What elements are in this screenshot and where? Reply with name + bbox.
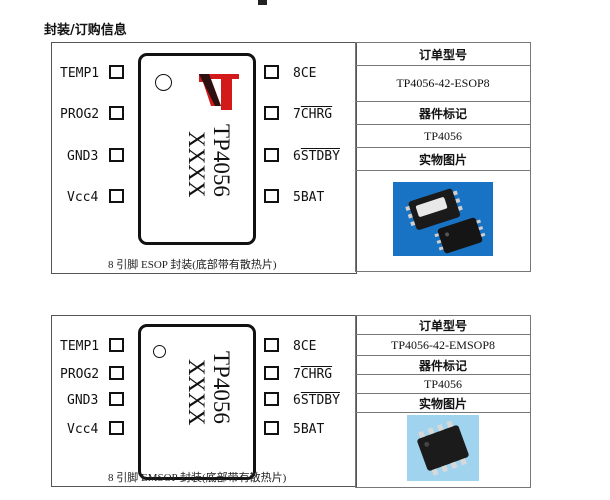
pin-label-left: Vcc4 [67, 190, 99, 205]
pin-pad [109, 106, 124, 120]
section-title: 封装/订购信息 [44, 23, 127, 38]
photo-header: 实物图片 [355, 393, 531, 413]
pin-pad [264, 65, 279, 79]
pin-label-right: 7CHRG [293, 367, 333, 382]
pin-label-right: 7CHRG [293, 107, 333, 122]
order-table-emsop: 订单型号 TP4056-42-EMSOP8 器件标记 TP4056 实物图片 [355, 315, 531, 488]
package-caption: 8 引脚 EMSOP 封装(底部带有散热片) [108, 472, 287, 484]
pin-pad [109, 392, 124, 406]
chip-marking-line2: XXXX [184, 131, 209, 198]
chip-marking-line1: TP4056 [209, 351, 234, 424]
pin-label-right: 5BAT [293, 422, 325, 437]
pin-label-left: PROG2 [60, 367, 100, 382]
pin-label-right: 6STDBY [293, 393, 340, 408]
marking-value: TP4056 [355, 374, 531, 394]
pin-pad [264, 366, 279, 380]
pin-label-right: 8CE [293, 339, 317, 354]
pin-label-left: PROG2 [60, 107, 100, 122]
pin-pad [109, 148, 124, 162]
pin-pad [264, 106, 279, 120]
pin-pad [109, 421, 124, 435]
pin-pad [109, 189, 124, 203]
photo-header: 实物图片 [355, 147, 531, 171]
pin-pad [264, 189, 279, 203]
pin-pad [264, 392, 279, 406]
pin-label-left: Vcc4 [67, 422, 99, 437]
pin-label-left: GND3 [67, 149, 99, 164]
pin1-marker [155, 74, 172, 91]
pin-label-right: 6STDBY [293, 149, 340, 164]
marking-value: TP4056 [355, 124, 531, 148]
pin-pad [264, 338, 279, 352]
chip-photo-emsop [407, 414, 479, 481]
marking-header: 器件标记 [355, 101, 531, 125]
pin1-marker [153, 345, 166, 358]
pin-pad [109, 338, 124, 352]
pin-label-right: 5BAT [293, 190, 325, 205]
package-diagram-esop: TP4056 XXXX TEMP1 PROG2 GND3 Vcc4 8CE 7C… [51, 42, 357, 274]
order-model-header: 订单型号 [355, 315, 531, 335]
order-model-header: 订单型号 [355, 42, 531, 66]
chip-body: TP4056 XXXX [138, 53, 256, 245]
pin-pad [109, 366, 124, 380]
order-table-esop: 订单型号 TP4056-42-ESOP8 器件标记 TP4056 实物图片 [355, 42, 531, 272]
pin-pad [264, 148, 279, 162]
photo-cell [355, 170, 531, 272]
chip-photo-esop [393, 181, 493, 256]
order-model-value: TP4056-42-EMSOP8 [355, 334, 531, 356]
package-diagram-emsop: TP4056 XXXX TEMP1 PROG2 GND3 Vcc4 8CE 7C… [51, 315, 357, 487]
photo-cell [355, 412, 531, 488]
pin-label-right: 8CE [293, 66, 317, 81]
pin-pad [264, 421, 279, 435]
top-edge-mark [258, 0, 267, 5]
chip-body: TP4056 XXXX [138, 324, 256, 480]
pin-label-left: GND3 [67, 393, 99, 408]
chip-marking-line1: TP4056 [209, 124, 234, 197]
logo-icon [199, 74, 239, 110]
pin-label-left: TEMP1 [60, 339, 100, 354]
pin-label-left: TEMP1 [60, 66, 100, 81]
chip-marking-line2: XXXX [184, 359, 209, 426]
package-caption: 8 引脚 ESOP 封装(底部带有散热片) [108, 259, 277, 271]
order-model-value: TP4056-42-ESOP8 [355, 65, 531, 102]
pin-pad [109, 65, 124, 79]
marking-header: 器件标记 [355, 355, 531, 375]
